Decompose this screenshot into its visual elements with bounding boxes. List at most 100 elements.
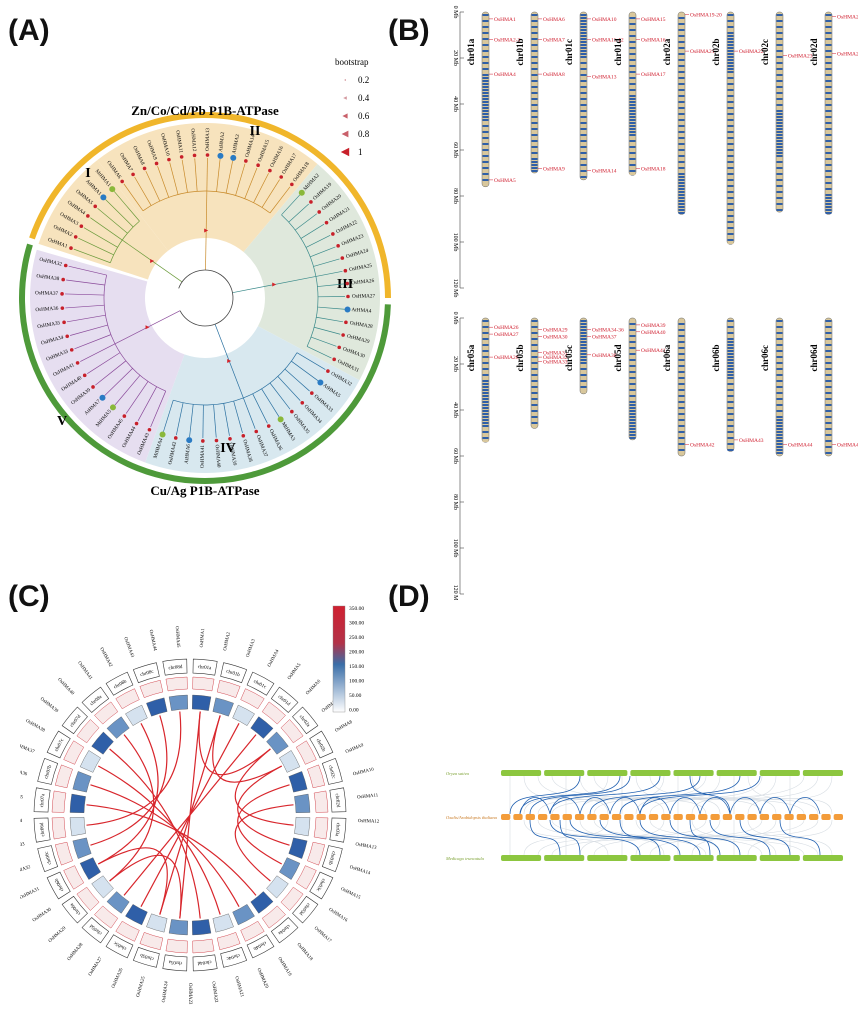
density-band <box>776 23 783 25</box>
circos-histogram-track <box>139 680 164 698</box>
mb-axis-label: 80 Mb <box>452 188 458 204</box>
density-band <box>825 164 832 166</box>
density-band <box>629 161 636 163</box>
density-band <box>678 449 685 451</box>
density-band <box>776 359 783 361</box>
tree-branch <box>78 237 114 256</box>
density-band <box>678 212 685 214</box>
density-band <box>727 344 734 346</box>
circos-gene-label: OsHMA2 <box>223 631 232 651</box>
density-band <box>727 200 734 202</box>
density-band <box>629 32 636 34</box>
density-band <box>727 35 734 37</box>
synteny-link <box>789 797 821 815</box>
density-band <box>482 437 489 439</box>
density-band <box>825 326 832 328</box>
density-band <box>531 122 538 124</box>
color-scale-value: 150.00 <box>349 664 364 670</box>
density-band <box>629 137 636 139</box>
density-band <box>776 347 783 349</box>
density-band <box>580 143 587 145</box>
density-band <box>629 104 636 106</box>
density-band <box>531 62 538 64</box>
circos-histogram-track <box>76 719 100 744</box>
density-band <box>825 80 832 82</box>
circos-chr-box <box>192 954 218 972</box>
density-band <box>678 392 685 394</box>
leaf-label: OsHMA29 <box>346 333 370 345</box>
density-band <box>629 320 636 322</box>
density-band <box>825 182 832 184</box>
density-band <box>580 20 587 22</box>
density-band <box>727 50 734 52</box>
density-band <box>776 149 783 151</box>
color-scale-value: 250.00 <box>349 635 364 641</box>
density-band <box>531 125 538 127</box>
density-band <box>776 164 783 166</box>
density-band <box>482 113 489 115</box>
density-band <box>776 437 783 439</box>
density-band <box>776 32 783 34</box>
density-band <box>678 143 685 145</box>
gene-label: OsHMA25 <box>837 51 858 57</box>
density-band <box>825 83 832 85</box>
synteny-link <box>689 775 731 815</box>
leaf-marker <box>122 414 127 418</box>
synteny-background-link <box>747 819 833 856</box>
density-band <box>482 71 489 73</box>
density-band <box>776 176 783 178</box>
density-band <box>580 56 587 58</box>
circos-histogram-track <box>307 841 325 866</box>
density-band <box>776 158 783 160</box>
density-band <box>678 209 685 211</box>
density-band <box>678 86 685 88</box>
synteny-chromosome-segment <box>587 855 628 861</box>
panel-d-label: (D) <box>388 580 430 613</box>
density-band <box>531 344 538 346</box>
density-band <box>678 38 685 40</box>
density-band <box>727 152 734 154</box>
synteny-chromosome-segment <box>661 814 671 820</box>
density-band <box>580 167 587 169</box>
density-band <box>629 17 636 19</box>
density-band <box>482 137 489 139</box>
density-band <box>531 155 538 157</box>
density-band <box>825 35 832 37</box>
synteny-chromosome-segment <box>636 814 646 820</box>
density-band <box>629 413 636 415</box>
density-band <box>629 170 636 172</box>
circos-heatmap-block <box>212 697 234 717</box>
density-band <box>727 167 734 169</box>
density-band <box>482 134 489 136</box>
synteny-chromosome-segment <box>716 855 757 861</box>
tree-branch <box>277 376 301 401</box>
density-band <box>580 152 587 154</box>
density-band <box>580 338 587 340</box>
density-band <box>825 449 832 451</box>
density-band <box>776 26 783 28</box>
density-band <box>531 320 538 322</box>
density-band <box>678 77 685 79</box>
circos-chr-box <box>220 946 248 968</box>
density-band <box>531 71 538 73</box>
density-band <box>580 80 587 82</box>
density-band <box>776 98 783 100</box>
density-band <box>776 155 783 157</box>
density-band <box>727 209 734 211</box>
mb-axis-label: 60 Mb <box>452 142 458 158</box>
density-band <box>776 395 783 397</box>
circos-gene-label: OsHMA32 <box>20 865 32 877</box>
density-band <box>482 404 489 406</box>
leaf-marker <box>192 153 197 158</box>
circos-histogram-track <box>313 790 329 813</box>
leaf-marker <box>228 436 232 441</box>
density-band <box>727 95 734 97</box>
circos-histogram-track <box>240 920 265 942</box>
leaf-marker <box>100 194 107 201</box>
leaf-label: OsHMA10 <box>159 133 171 157</box>
density-band <box>776 107 783 109</box>
color-scale-legend: 350.00300.00250.00200.00150.00100.0050.0… <box>332 605 364 714</box>
density-band <box>825 209 832 211</box>
synteny-chromosome-segment <box>550 814 560 820</box>
color-scale-value: 200.00 <box>349 650 364 656</box>
